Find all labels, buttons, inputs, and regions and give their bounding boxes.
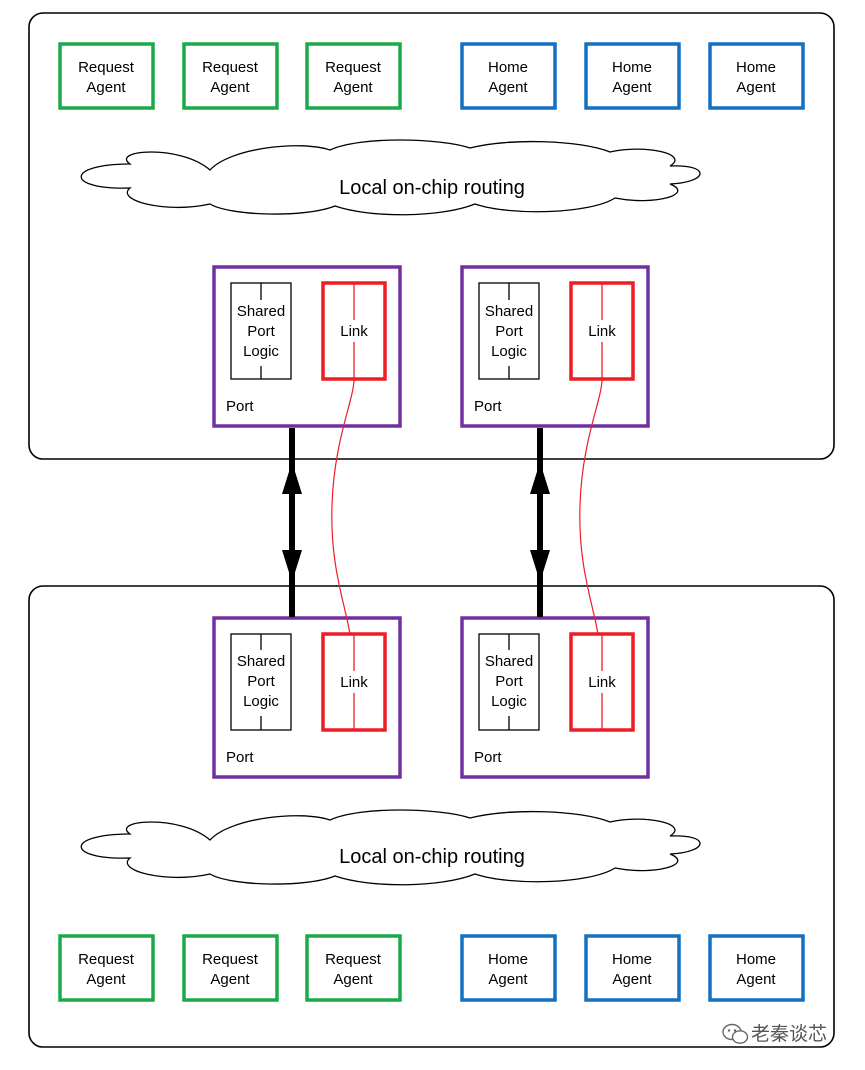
- link-label: Link: [340, 674, 368, 691]
- agent-label-line1: Home: [488, 59, 528, 76]
- agent-label-line2: Agent: [736, 971, 776, 988]
- bottom-home-agent-3: Home Agent: [708, 934, 805, 1002]
- port-label: Port: [474, 398, 502, 415]
- link-label: Link: [588, 674, 616, 691]
- agent-label-line2: Agent: [86, 79, 126, 96]
- agent-label-line1: Request: [202, 951, 259, 968]
- bottom-port-2: Shared Port Logic Link Port: [460, 616, 650, 779]
- logic-label: Logic: [491, 693, 527, 710]
- shared-label: Shared: [485, 653, 533, 670]
- top-home-agent-2: Home Agent: [584, 42, 681, 110]
- interconnect-2: [530, 428, 550, 617]
- agent-label-line2: Agent: [210, 79, 250, 96]
- link-connection-1: [331, 378, 355, 635]
- shared-label: Shared: [485, 303, 533, 320]
- top-routing-cloud: Local on-chip routing: [80, 139, 701, 216]
- bottom-chip-boundary: [28, 585, 835, 1048]
- wechat-icon: [722, 1023, 749, 1044]
- agent-label-line2: Agent: [612, 971, 652, 988]
- bottom-home-agent-2: Home Agent: [584, 934, 681, 1002]
- agent-label-line2: Agent: [736, 79, 776, 96]
- port-label-inner: Port: [495, 673, 523, 690]
- bottom-request-agent-2: Request Agent: [182, 934, 279, 1002]
- agent-label-line2: Agent: [333, 79, 373, 96]
- watermark: 老秦谈芯: [722, 1023, 827, 1045]
- bottom-chip: Shared Port Logic Link Port Shared Port …: [28, 585, 835, 1048]
- shared-label: Shared: [237, 653, 285, 670]
- agent-label-line2: Agent: [333, 971, 373, 988]
- interconnect-1: [282, 428, 302, 617]
- agent-label-line2: Agent: [488, 971, 528, 988]
- port-label: Port: [226, 749, 254, 766]
- routing-label: Local on-chip routing: [339, 177, 525, 199]
- agent-label-line1: Request: [78, 59, 135, 76]
- agent-label-line1: Home: [612, 951, 652, 968]
- link-label: Link: [340, 323, 368, 340]
- top-chip-boundary: [28, 12, 835, 460]
- agent-label-line2: Agent: [488, 79, 528, 96]
- top-chip: Request Agent Request Agent Request Agen…: [28, 12, 835, 460]
- agent-label-line1: Request: [325, 951, 382, 968]
- agent-label-line1: Request: [78, 951, 135, 968]
- agent-label-line1: Home: [736, 951, 776, 968]
- top-request-agent-3: Request Agent: [305, 42, 402, 110]
- port-label: Port: [474, 749, 502, 766]
- port-label-inner: Port: [247, 323, 275, 340]
- logic-label: Logic: [243, 693, 279, 710]
- agent-label-line1: Home: [612, 59, 652, 76]
- agent-label-line1: Home: [736, 59, 776, 76]
- bottom-port-1: Shared Port Logic Link Port: [212, 616, 402, 779]
- top-request-agent-1: Request Agent: [58, 42, 155, 110]
- arrow-down-icon: [530, 550, 550, 582]
- logic-label: Logic: [243, 343, 279, 360]
- agent-label-line2: Agent: [612, 79, 652, 96]
- arrow-down-icon: [282, 550, 302, 582]
- arrow-up-icon: [530, 462, 550, 494]
- port-label: Port: [226, 398, 254, 415]
- agent-label-line1: Request: [325, 59, 382, 76]
- agent-label-line1: Home: [488, 951, 528, 968]
- arrow-up-icon: [282, 462, 302, 494]
- link-label: Link: [588, 323, 616, 340]
- port-label-inner: Port: [495, 323, 523, 340]
- watermark-text: 老秦谈芯: [751, 1023, 827, 1045]
- routing-label: Local on-chip routing: [339, 846, 525, 868]
- bottom-request-agent-3: Request Agent: [305, 934, 402, 1002]
- top-home-agent-1: Home Agent: [460, 42, 557, 110]
- agent-label-line2: Agent: [210, 971, 250, 988]
- shared-label: Shared: [237, 303, 285, 320]
- agent-label-line2: Agent: [86, 971, 126, 988]
- top-port-2: Shared Port Logic Link Port: [460, 265, 650, 428]
- top-port-1: Shared Port Logic Link Port: [212, 265, 402, 428]
- bottom-routing-cloud: Local on-chip routing: [80, 809, 701, 886]
- top-home-agent-3: Home Agent: [708, 42, 805, 110]
- agent-label-line1: Request: [202, 59, 259, 76]
- link-connection-2: [579, 378, 603, 635]
- logic-label: Logic: [491, 343, 527, 360]
- bottom-request-agent-1: Request Agent: [58, 934, 155, 1002]
- top-request-agent-2: Request Agent: [182, 42, 279, 110]
- bottom-home-agent-1: Home Agent: [460, 934, 557, 1002]
- port-label-inner: Port: [247, 673, 275, 690]
